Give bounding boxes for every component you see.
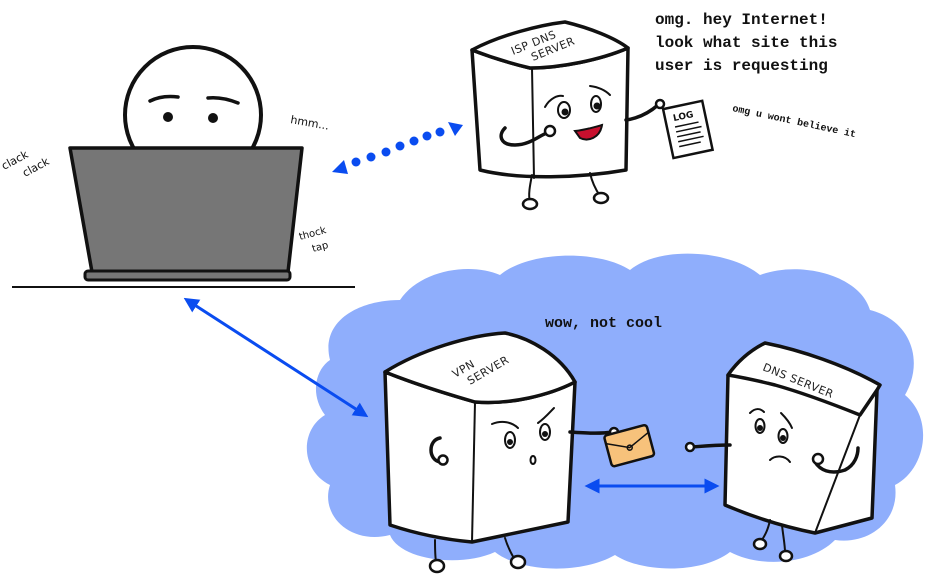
envelope-icon xyxy=(603,423,656,468)
dns-left-brow xyxy=(749,408,765,414)
dns-server: DNS SERVER xyxy=(684,341,882,563)
user-left-eye xyxy=(163,112,173,122)
arrow-dot xyxy=(351,157,361,167)
dns-server-edge xyxy=(814,414,861,534)
isp-mouth xyxy=(573,123,604,141)
arrow-user-to-vpn xyxy=(183,297,369,418)
dns-right-brow xyxy=(780,412,793,429)
dns-mouth xyxy=(769,455,791,463)
dns-server-top xyxy=(726,341,882,417)
arrow-user-to-isp xyxy=(332,122,463,174)
isp-left-brow xyxy=(544,94,564,108)
tap-text: tap xyxy=(311,240,330,255)
isp-aside-text: omg u wont believe it xyxy=(731,103,857,141)
vpn-server: VPN SERVER xyxy=(383,331,620,574)
vpn-left-brow xyxy=(491,420,519,429)
user-right-brow xyxy=(206,96,240,105)
log-label: LOG xyxy=(672,110,694,124)
vpn-mouth xyxy=(529,455,537,465)
arrow-dot xyxy=(381,147,391,157)
isp-server-edge xyxy=(531,67,535,179)
user-right-eye xyxy=(208,113,218,123)
laptop-base xyxy=(83,269,292,282)
laptop xyxy=(68,146,304,282)
dns-right-arm xyxy=(813,446,860,474)
isp-speech-line-1: omg. hey Internet! xyxy=(655,11,828,29)
arrow-head-left xyxy=(332,160,348,174)
user-left-brow xyxy=(148,94,180,103)
dns-left-arm xyxy=(690,443,732,449)
arrow-dot xyxy=(366,152,376,162)
log-document: LOG xyxy=(661,99,715,160)
laptop-screen xyxy=(68,146,304,274)
arrow-dot xyxy=(422,131,432,141)
arrow-head-right xyxy=(448,122,463,136)
cloud-caption: wow, not cool xyxy=(545,315,662,332)
vpn-right-brow xyxy=(537,407,555,424)
vpn-server-top xyxy=(383,331,577,405)
isp-right-arm xyxy=(624,103,660,122)
isp-left-arm xyxy=(499,126,549,147)
vpn-right-arm xyxy=(568,430,614,435)
arrow-dot xyxy=(395,141,405,151)
isp-right-brow xyxy=(589,85,611,96)
arrow-dot xyxy=(409,136,419,146)
isp-speech-line-2: look what site this xyxy=(655,34,837,52)
isp-server-top xyxy=(470,20,630,70)
hmm-text: hmm... xyxy=(289,113,330,133)
isp-speech-line-3: user is requesting xyxy=(655,57,828,75)
vpn-server-edge xyxy=(471,401,476,543)
isp-dns-server: ISP DNS SERVER xyxy=(470,20,666,211)
arrow-dot xyxy=(435,127,445,137)
